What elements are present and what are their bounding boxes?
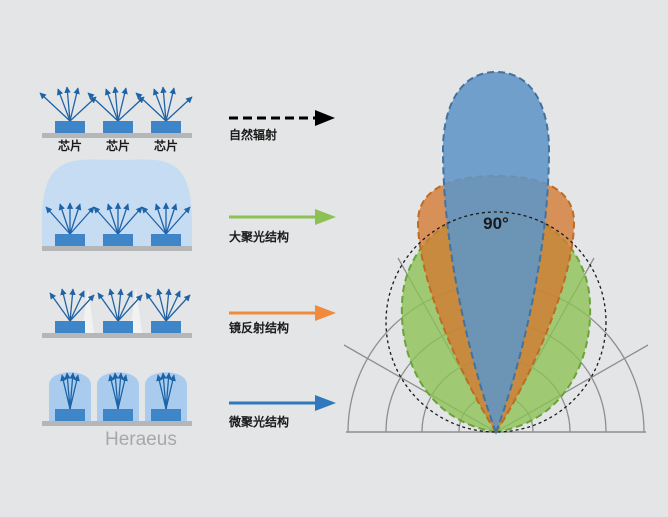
chip-label-3: 芯片	[154, 138, 178, 153]
light-ray	[153, 88, 167, 122]
light-ray	[165, 87, 176, 122]
micro-lens	[145, 372, 187, 421]
row-labels: 芯片 芯片 芯片 自然辐射 大聚光结构 镜反射结构 微聚光结构	[58, 127, 289, 429]
light-ray	[60, 374, 71, 410]
light-ray	[93, 206, 119, 235]
light-ray	[117, 294, 143, 322]
micro-condenser-label: 微聚光结构	[228, 414, 289, 429]
light-ray	[69, 87, 80, 122]
radiation-lobes	[400, 70, 592, 435]
light-ray	[106, 203, 119, 235]
light-ray	[145, 292, 167, 322]
light-ray	[135, 92, 167, 122]
light-ray	[154, 203, 167, 235]
blue-lobe	[441, 70, 551, 435]
chip	[151, 121, 181, 133]
light-ray	[112, 372, 119, 410]
substrate	[42, 421, 192, 426]
micro-lens	[49, 372, 91, 421]
light-ray	[117, 290, 133, 322]
chip	[151, 234, 181, 246]
emitter-illustrations	[39, 86, 193, 426]
light-ray	[141, 206, 167, 235]
light-ray	[160, 372, 167, 410]
light-ray	[165, 96, 193, 122]
light-ray	[160, 86, 167, 122]
chip	[103, 409, 133, 421]
mirror-reflection-label: 镜反射结构	[229, 320, 289, 335]
chip	[103, 121, 133, 133]
chip	[103, 321, 133, 333]
light-ray	[112, 86, 119, 122]
mirror-reflection-arrow	[229, 305, 336, 321]
light-ray	[156, 374, 167, 410]
light-ray	[117, 96, 145, 122]
light-ray	[60, 288, 71, 322]
light-ray	[49, 292, 71, 322]
micro-lens	[97, 372, 139, 421]
natural-radiation-arrow	[229, 110, 335, 126]
light-ray	[39, 92, 71, 122]
micro-condenser-arrow	[229, 395, 336, 411]
light-ray	[69, 206, 95, 235]
light-ray	[69, 294, 95, 322]
light-ray	[156, 288, 167, 322]
light-ray	[69, 288, 76, 322]
light-ray	[117, 203, 130, 235]
large-condenser-label: 大聚光结构	[229, 229, 289, 244]
substrate	[42, 246, 192, 251]
light-ray	[108, 288, 119, 322]
substrate	[42, 133, 192, 138]
chip	[151, 321, 181, 333]
heraeus-logo: Heraeus	[105, 429, 177, 450]
chip	[55, 121, 85, 133]
light-ray	[69, 203, 82, 235]
light-ray	[87, 92, 119, 122]
chip	[103, 234, 133, 246]
light-ray	[165, 206, 191, 235]
light-ray	[117, 374, 128, 410]
chip	[55, 234, 85, 246]
chip-label-1: 芯片	[58, 138, 82, 153]
light-ray	[108, 374, 119, 410]
light-ray	[69, 96, 97, 122]
ninety-degree-label: 90°	[483, 214, 509, 233]
light-ray	[69, 374, 80, 410]
ninety-degree-circle	[385, 211, 607, 433]
large-condenser-arrow	[229, 209, 336, 225]
light-ray	[45, 206, 71, 235]
light-ray	[165, 294, 191, 322]
light-ray	[97, 292, 119, 322]
chip	[151, 409, 181, 421]
light-ray	[105, 88, 119, 122]
light-ray	[69, 290, 85, 322]
light-ray	[165, 372, 172, 410]
light-ray	[64, 86, 71, 122]
light-ray	[69, 372, 76, 410]
light-ray	[165, 288, 172, 322]
light-ray	[117, 87, 128, 122]
row-arrows	[229, 110, 336, 411]
chip-label-2: 芯片	[106, 138, 130, 153]
light-ray	[165, 374, 176, 410]
light-ray	[117, 372, 124, 410]
chip	[55, 321, 85, 333]
light-ray	[64, 372, 71, 410]
light-ray	[58, 203, 71, 235]
substrate	[42, 333, 192, 338]
natural-radiation-label: 自然辐射	[229, 127, 277, 142]
light-ray	[165, 290, 181, 322]
light-ray	[117, 206, 143, 235]
chip	[55, 409, 85, 421]
light-ray	[165, 203, 178, 235]
light-ray	[117, 288, 124, 322]
light-ray	[57, 88, 71, 122]
